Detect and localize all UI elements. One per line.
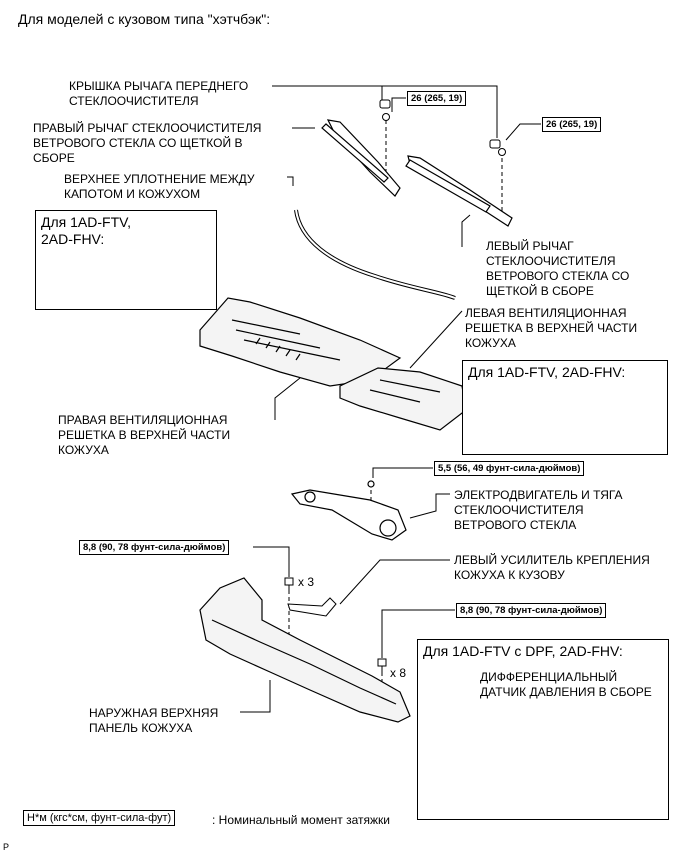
label-right-wiper-arm: ПРАВЫЙ РЫЧАГ СТЕКЛООЧИСТИТЕЛЯ ВЕТРОВОГО … bbox=[33, 121, 262, 165]
wiper-motor-icon bbox=[290, 480, 407, 541]
torque-spec-2: 26 (265, 19) bbox=[542, 117, 602, 132]
bolt-count-2: x 8 bbox=[390, 666, 407, 680]
label-wiper-cap: КРЫШКА РЫЧАГА ПЕРЕДНЕГО СТЕКЛООЧИСТИТЕЛЯ bbox=[69, 79, 249, 108]
label-pressure-sensor: ДИФФЕРЕНЦИАЛЬНЫЙ ДАТЧИК ДАВЛЕНИЯ В СБОРЕ bbox=[480, 670, 652, 699]
engine-note-box-3-text: Для 1AD-FTV c DPF, 2AD-FHV: bbox=[423, 643, 623, 659]
left-wiper-arm-icon bbox=[405, 155, 513, 227]
right-louver-icon bbox=[199, 297, 402, 387]
label-left-louver: ЛЕВАЯ ВЕНТИЛЯЦИОННАЯ РЕШЕТКА В ВЕРХНЕЙ Ч… bbox=[465, 306, 638, 350]
engine-note-box-3: Для 1AD-FTV c DPF, 2AD-FHV: ДИФФЕРЕНЦИАЛ… bbox=[417, 639, 669, 820]
wiper-cap-icon bbox=[379, 99, 506, 156]
label-outer-panel: НАРУЖНАЯ ВЕРХНЯЯ ПАНЕЛЬ КОЖУХА bbox=[89, 706, 219, 735]
reinforcement-icon bbox=[287, 597, 337, 617]
figure-mark: P bbox=[3, 842, 10, 852]
torque-spec-5: 8,8 (90, 78 фунт-сила-дюймов) bbox=[456, 603, 607, 618]
torque-spec-4: 8,8 (90, 78 фунт-сила-дюймов) bbox=[79, 540, 230, 555]
torque-spec-3: 5,5 (56, 49 фунт-сила-дюймов) bbox=[434, 461, 585, 476]
label-reinforcement: ЛЕВЫЙ УСИЛИТЕЛЬ КРЕПЛЕНИЯ КОЖУХА К КУЗОВ… bbox=[454, 553, 650, 582]
bolt-count-1: x 3 bbox=[298, 575, 315, 589]
legend-key: Н*м (кгс*см, фунт-сила-фут) bbox=[23, 810, 176, 826]
engine-note-box-1-text: Для 1AD-FTV, 2AD-FHV: bbox=[41, 214, 132, 247]
label-right-louver: ПРАВАЯ ВЕНТИЛЯЦИОННАЯ РЕШЕТКА В ВЕРХНЕЙ … bbox=[58, 413, 231, 457]
outer-panel-icon bbox=[199, 577, 411, 723]
left-louver-icon bbox=[339, 367, 467, 431]
engine-note-box-2-text: Для 1AD-FTV, 2AD-FHV: bbox=[468, 364, 626, 380]
engine-note-box-1: Для 1AD-FTV, 2AD-FHV: bbox=[35, 210, 217, 310]
label-wiper-motor: ЭЛЕКТРОДВИГАТЕЛЬ И ТЯГА СТЕКЛООЧИСТИТЕЛЯ… bbox=[454, 488, 623, 532]
page-title: Для моделей с кузовом типа "хэтчбэк": bbox=[18, 11, 271, 27]
label-left-wiper-arm: ЛЕВЫЙ РЫЧАГ СТЕКЛООЧИСТИТЕЛЯ ВЕТРОВОГО С… bbox=[486, 239, 630, 298]
right-wiper-arm-icon bbox=[321, 119, 401, 197]
engine-note-box-2: Для 1AD-FTV, 2AD-FHV: bbox=[462, 360, 668, 455]
torque-spec-1: 26 (265, 19) bbox=[407, 91, 467, 106]
label-hood-seal: ВЕРХНЕЕ УПЛОТНЕНИЕ МЕЖДУ КАПОТОМ И КОЖУХ… bbox=[64, 172, 255, 201]
hood-seal-icon bbox=[294, 209, 456, 300]
legend-text: : Номинальный момент затяжки bbox=[212, 813, 390, 827]
